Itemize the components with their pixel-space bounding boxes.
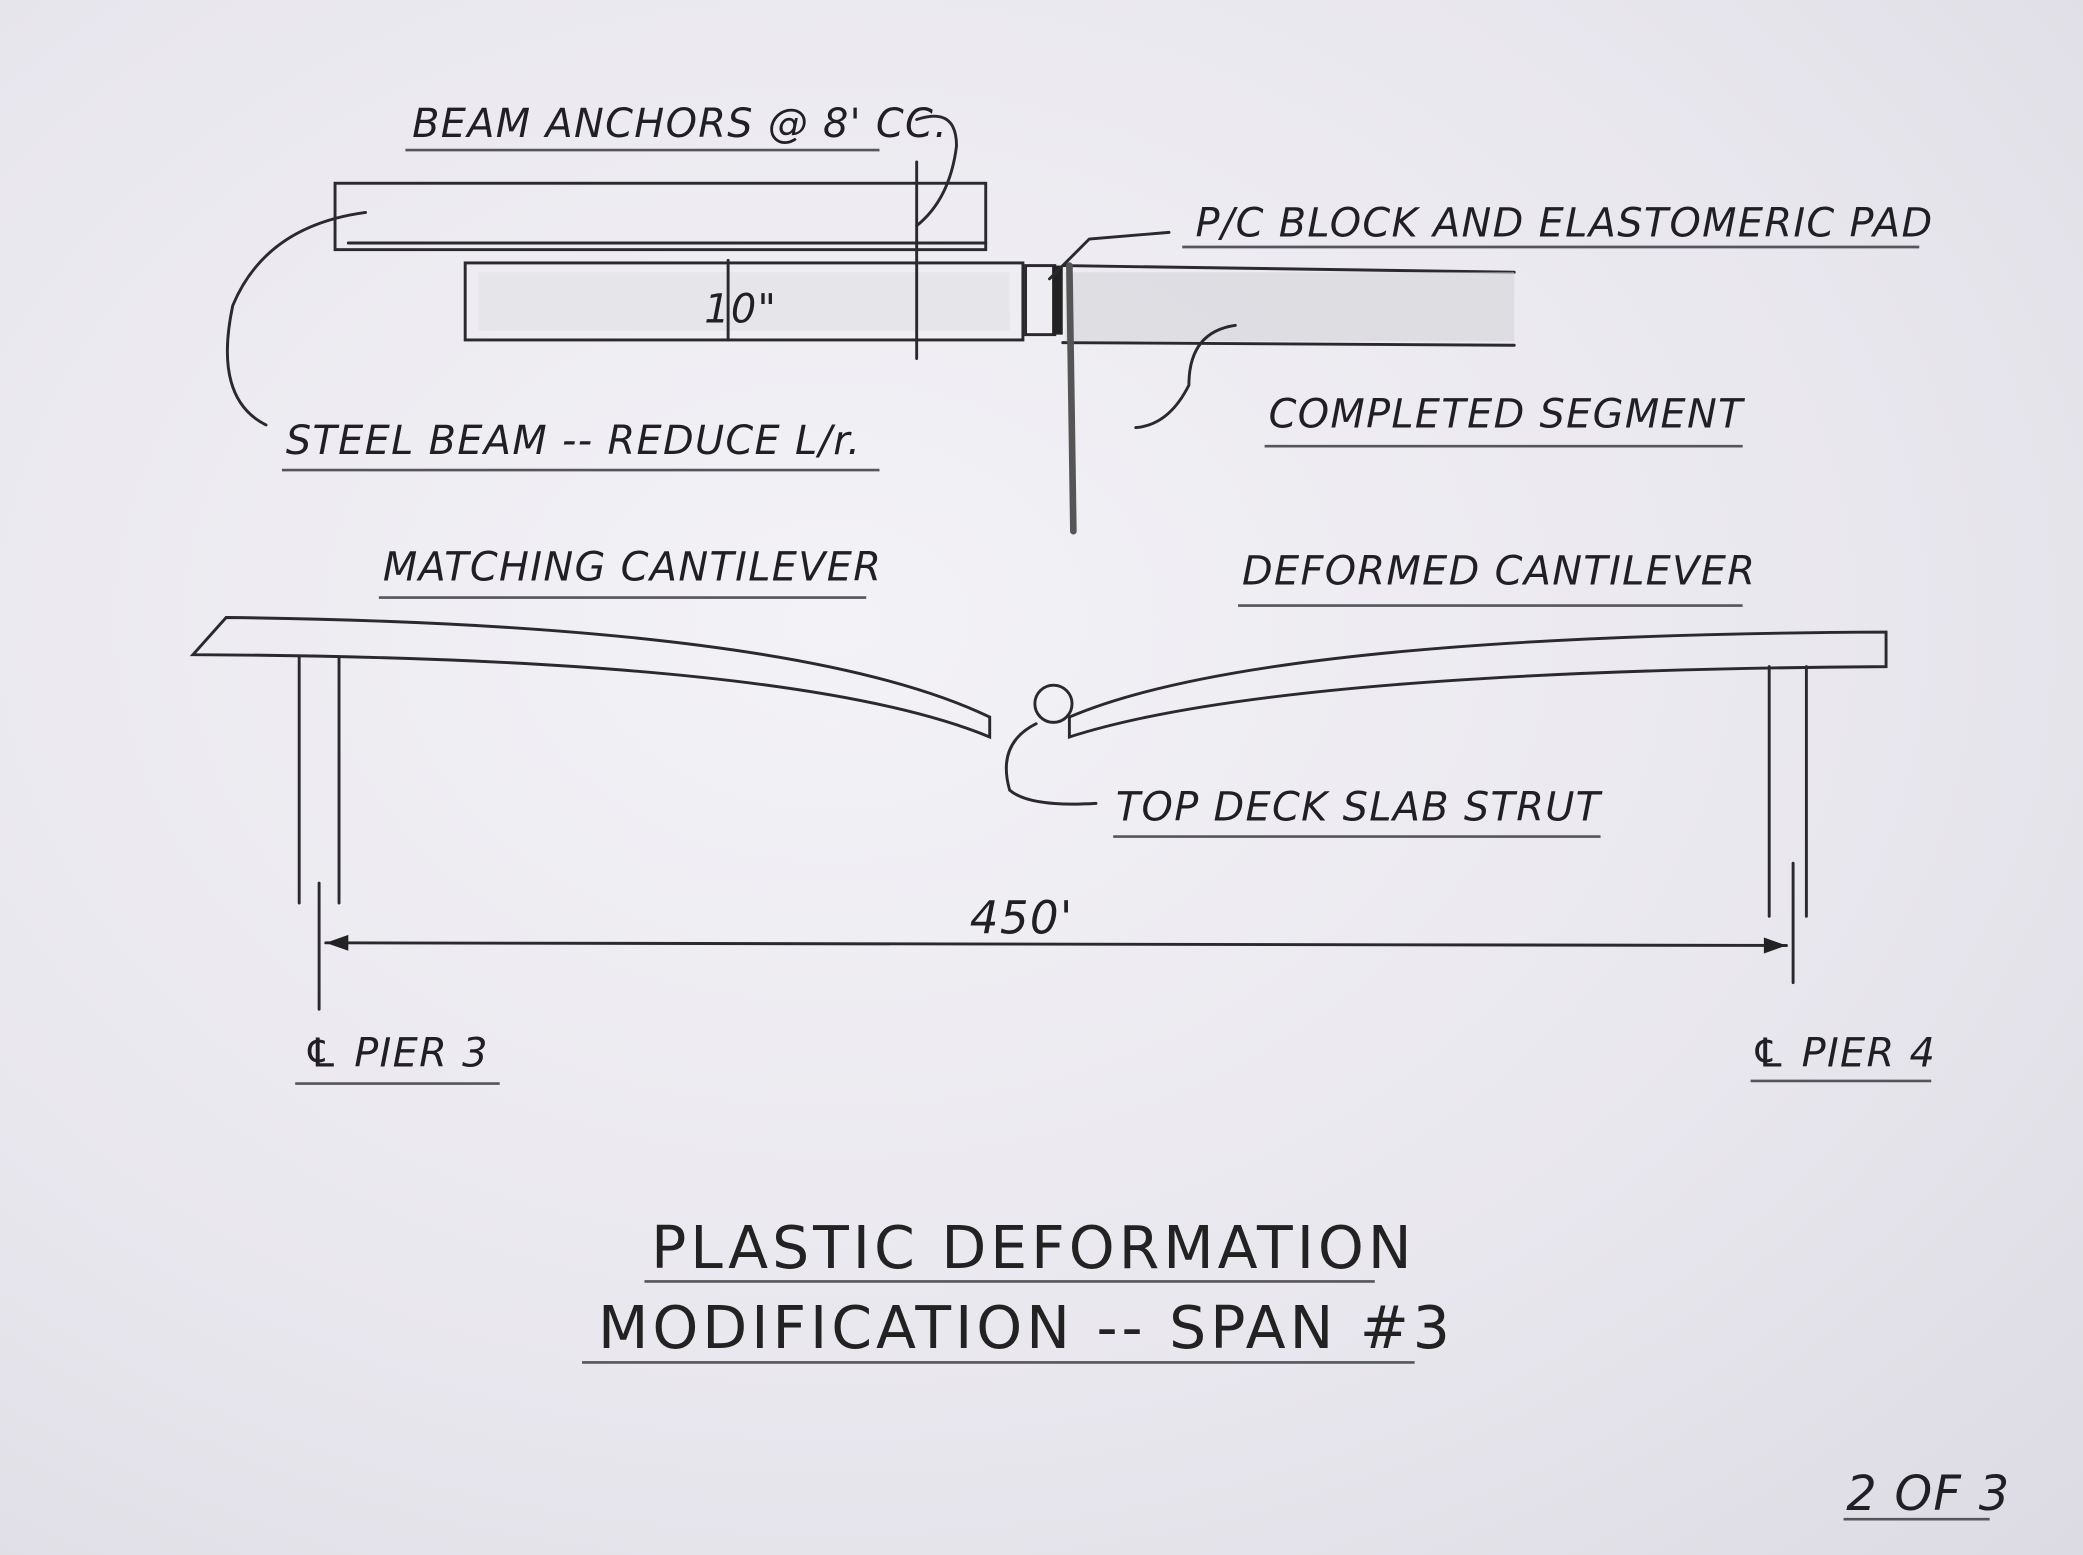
segment-leader bbox=[1134, 323, 1237, 430]
matching-cantilever bbox=[189, 616, 992, 740]
steel-beam-detail: 10" BEAM ANCHORS @ 8' CC. P/C BLOCK AND … bbox=[225, 101, 1934, 535]
matching-cantilever-label: MATCHING CANTILEVER bbox=[383, 544, 882, 590]
pc-block-label: P/C BLOCK AND ELASTOMERIC PAD bbox=[1196, 200, 1934, 246]
steel-beam-label: STEEL BEAM -- REDUCE L/r. bbox=[286, 418, 861, 464]
beam-anchors-label: BEAM ANCHORS @ 8' CC. bbox=[412, 101, 948, 147]
steel-beam-leader bbox=[225, 211, 368, 427]
steel-beam bbox=[333, 181, 988, 252]
page-number: 2 OF 3 bbox=[1846, 1467, 2010, 1522]
title-line-1: PLASTIC DEFORMATION bbox=[651, 1214, 1415, 1282]
span-elevation: 450' MATCHING CANTILEVER DEFORMED CANTIL… bbox=[189, 544, 1937, 1085]
span-length-label: 450' bbox=[970, 892, 1074, 945]
pier-4-label: ℄ PIER 4 bbox=[1751, 1030, 1937, 1076]
title-block: PLASTIC DEFORMATION MODIFICATION -- SPAN… bbox=[582, 1214, 2010, 1522]
deformed-cantilever bbox=[1067, 630, 1888, 740]
span-dimension-line bbox=[324, 941, 1788, 947]
pier-3-label: ℄ PIER 3 bbox=[303, 1030, 489, 1076]
anchor-leader bbox=[915, 114, 958, 228]
segment-left bbox=[463, 261, 1025, 342]
depth-label: 10" bbox=[704, 287, 777, 333]
title-line-2: MODIFICATION -- SPAN #3 bbox=[598, 1294, 1454, 1362]
strut-leader bbox=[1004, 722, 1098, 806]
strut-callout-circle bbox=[1033, 683, 1074, 724]
top-deck-slab-strut-label: TOP DECK SLAB STRUT bbox=[1116, 785, 1603, 831]
deformed-cantilever-label: DEFORMED CANTILEVER bbox=[1242, 548, 1756, 594]
pad-leader bbox=[1048, 230, 1171, 281]
completed-segment-label: COMPLETED SEGMENT bbox=[1269, 392, 1746, 438]
completed-segment bbox=[1061, 264, 1516, 347]
